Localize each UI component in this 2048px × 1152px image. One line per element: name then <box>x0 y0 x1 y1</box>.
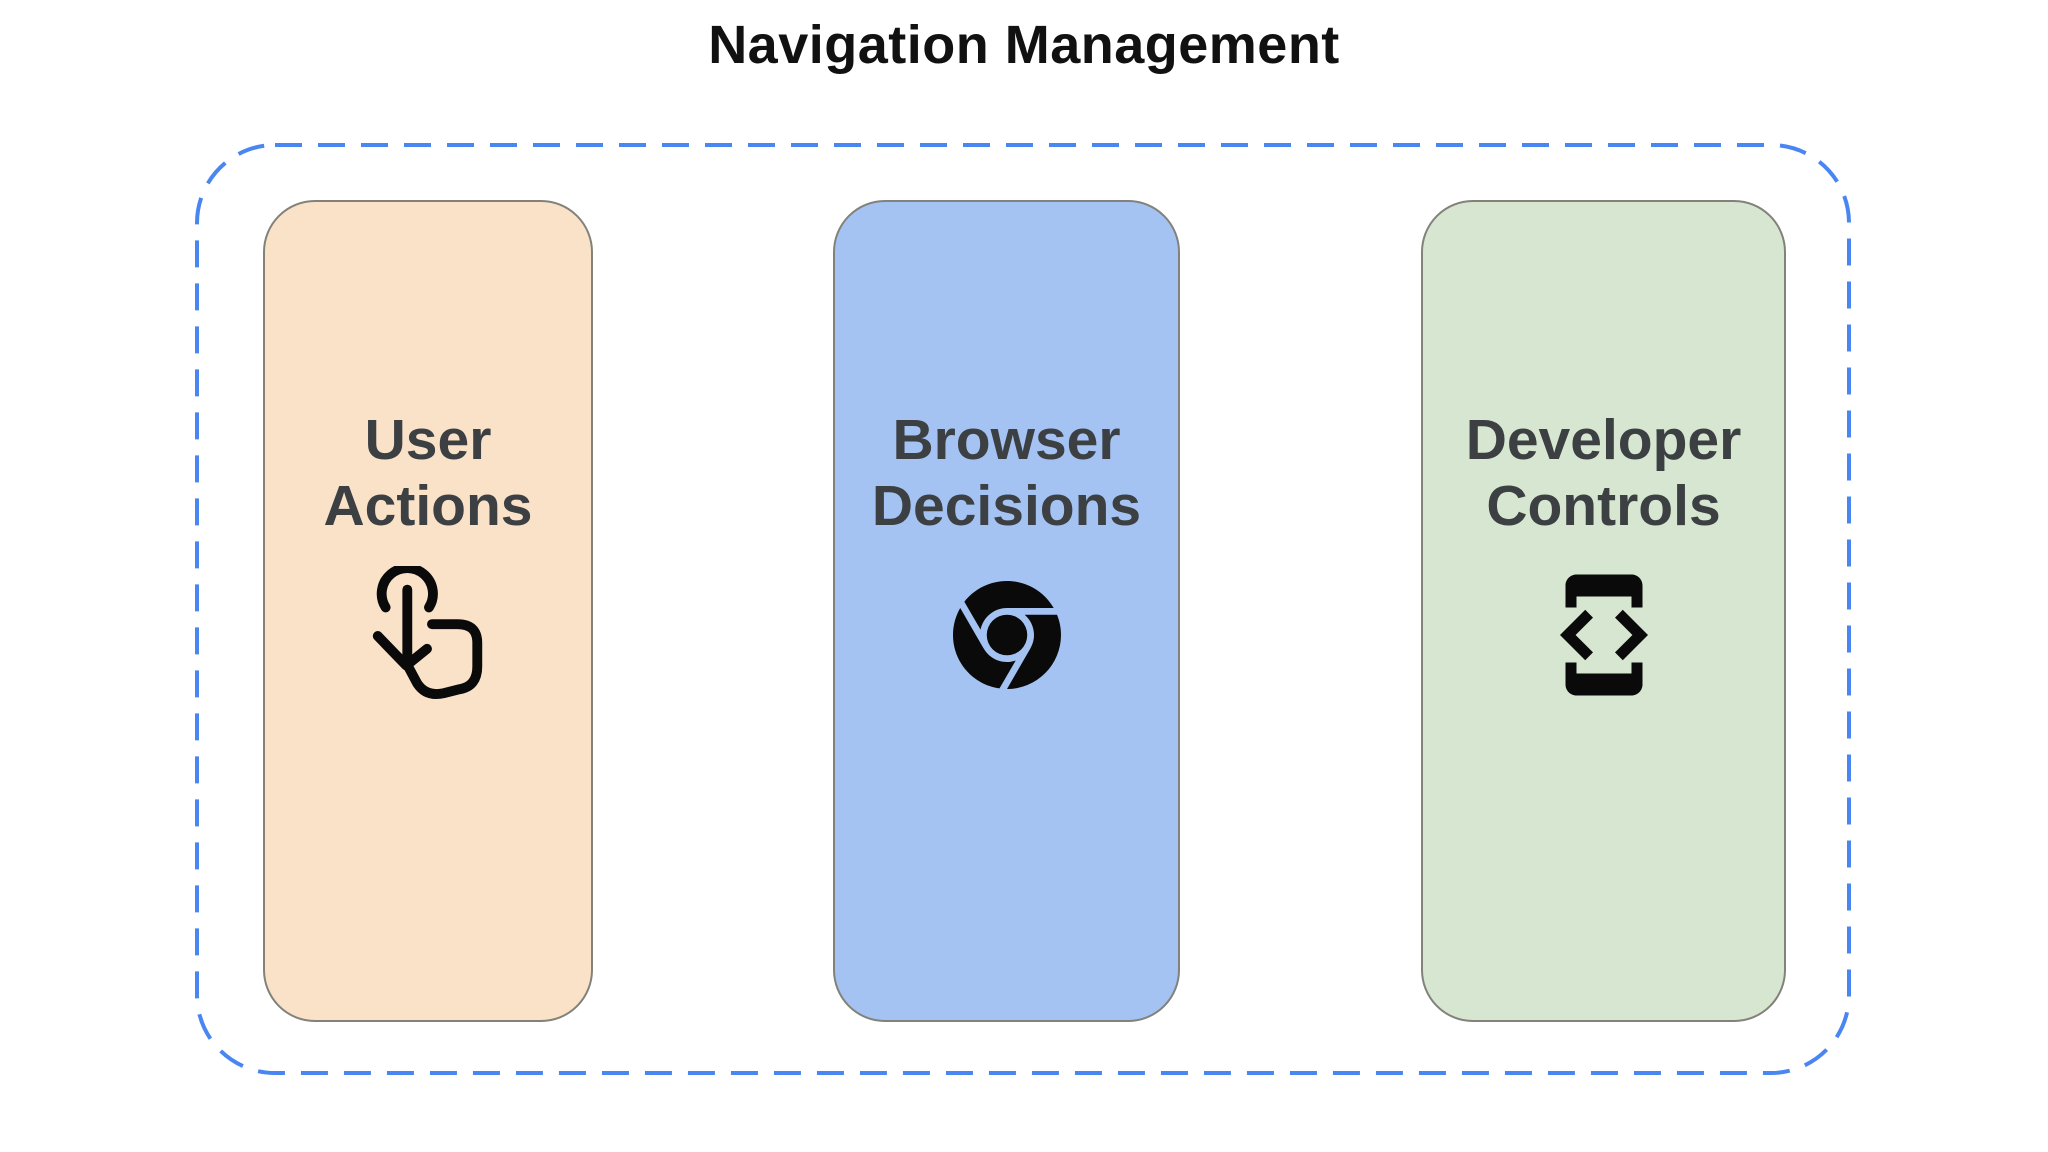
card-user-actions-label-line1: User <box>364 408 492 472</box>
card-user-actions-label-line2: Actions <box>323 474 533 538</box>
dashed-boundary-outline <box>195 143 1851 1075</box>
chrome-browser-icon <box>835 565 1178 705</box>
card-browser-decisions: Browser Decisions <box>833 200 1180 1022</box>
card-developer-controls-label-line1: Developer <box>1465 408 1742 472</box>
card-developer-controls-label-line2: Controls <box>1486 474 1721 538</box>
card-developer-controls-label: Developer Controls <box>1466 407 1742 539</box>
card-browser-decisions-label-line2: Decisions <box>871 474 1142 538</box>
card-browser-decisions-label: Browser Decisions <box>872 407 1141 539</box>
dashed-boundary <box>195 143 1851 1075</box>
card-user-actions-label: User Actions <box>323 407 532 539</box>
card-browser-decisions-label-line1: Browser <box>892 408 1121 472</box>
card-developer-controls: Developer Controls <box>1421 200 1786 1022</box>
card-user-actions: User Actions <box>263 200 593 1022</box>
page-title: Navigation Management <box>708 15 1340 75</box>
swipe-down-gesture-icon <box>265 565 591 705</box>
developer-mode-icon <box>1423 565 1784 705</box>
